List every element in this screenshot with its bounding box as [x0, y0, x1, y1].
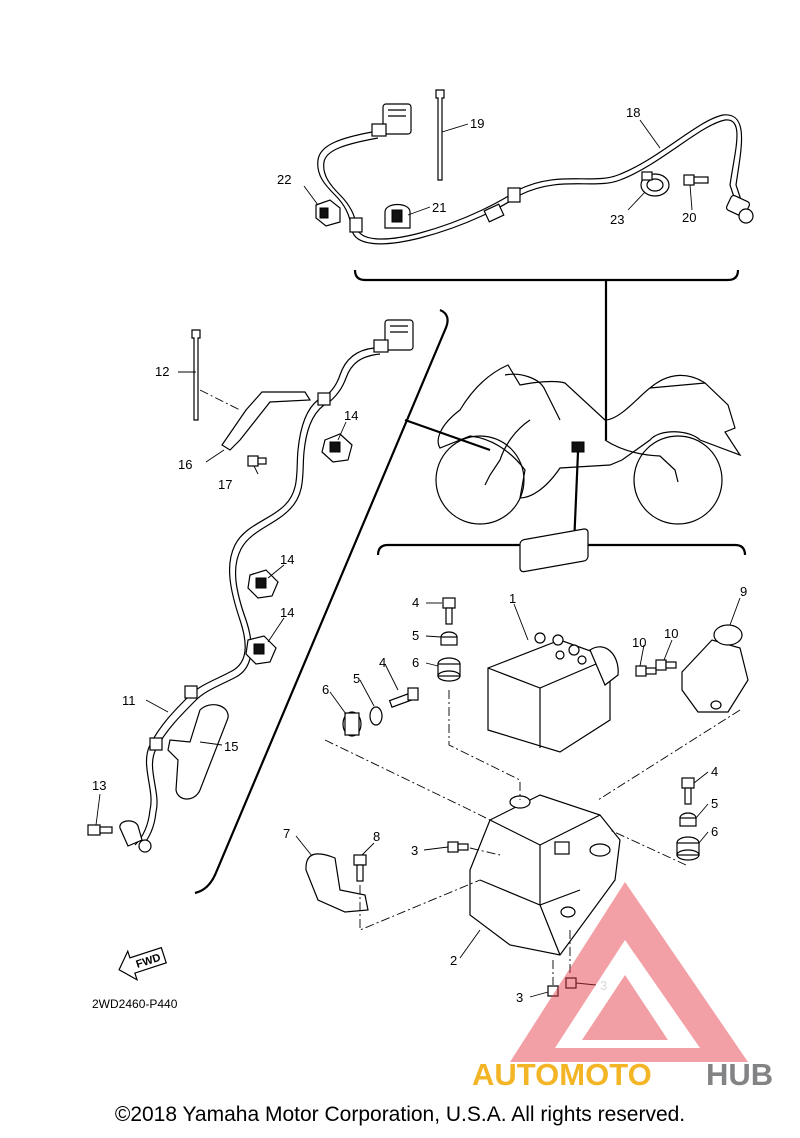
callout-12: 12	[155, 364, 169, 379]
callout-14-b: 14	[280, 552, 294, 567]
bolt-4-top	[442, 597, 456, 625]
callout-23: 23	[610, 212, 624, 227]
callout-3-b: 3	[516, 990, 523, 1005]
logo-triangle-inner	[555, 940, 700, 1048]
diagram-code: 2WD2460-P440	[92, 997, 178, 1011]
callout-1: 1	[509, 591, 516, 606]
automotohub-logo: AUTOMOTO HUB	[472, 882, 773, 1092]
callout-13: 13	[92, 778, 106, 793]
callout-5-a: 5	[412, 628, 419, 643]
callout-22: 22	[277, 172, 291, 187]
logo-text-main: AUTOMOTO	[472, 1057, 652, 1092]
callout-5-b: 5	[353, 671, 360, 686]
callout-4-a: 4	[412, 595, 419, 610]
holder-14-c	[245, 635, 277, 665]
bolt-4-left	[388, 687, 419, 708]
wire-18	[317, 119, 738, 245]
bolt-17	[247, 455, 267, 467]
parts-diagram: FWD 2WD2460-P440 1 2 3 3 3 4 4 4 5 5 5 6…	[87, 89, 773, 1092]
cable-tie-19	[435, 89, 445, 181]
callout-7: 7	[283, 826, 290, 841]
callout-16: 16	[178, 457, 192, 472]
damper-6-right	[676, 836, 700, 861]
bolt-13	[87, 824, 113, 836]
coupler-left	[373, 319, 414, 353]
callout-3-a: 3	[411, 843, 418, 858]
bolt-4-right	[681, 777, 695, 805]
clamp-23	[640, 171, 670, 197]
clamp-21	[384, 203, 411, 229]
callout-10-b: 10	[664, 626, 678, 641]
callout-6-b: 6	[322, 682, 329, 697]
damper-6-top	[437, 657, 461, 682]
callout-15: 15	[224, 739, 238, 754]
bracket-9	[681, 624, 749, 713]
bracket-2	[469, 794, 621, 956]
callout-labels: 1 2 3 3 3 4 4 4 5 5 5 6 6 6 7 8 9 10 10 …	[92, 105, 747, 1005]
bolt-8	[353, 854, 367, 882]
callout-6-c: 6	[711, 824, 718, 839]
callout-11: 11	[122, 693, 136, 708]
section-bracket-left	[194, 308, 449, 895]
callout-19: 19	[470, 116, 484, 131]
coupler-top	[371, 103, 412, 137]
section-bracket-top	[353, 269, 740, 282]
hydraulic-unit-1	[487, 528, 619, 753]
cable-tie-12	[191, 329, 201, 421]
callout-4-b: 4	[379, 655, 386, 670]
callout-9: 9	[740, 584, 747, 599]
motorcycle-outline	[404, 364, 742, 546]
holder-14-a	[321, 433, 353, 463]
callout-18: 18	[626, 105, 640, 120]
abs-unit-assembly	[295, 528, 749, 998]
callout-10-a: 10	[632, 635, 646, 650]
logo-text-hub: HUB	[706, 1057, 773, 1092]
callout-20: 20	[682, 210, 696, 225]
bolt-3-b	[547, 985, 559, 997]
holder-14-b	[247, 569, 279, 599]
bracket-16	[221, 391, 312, 451]
callout-14-a: 14	[344, 408, 358, 423]
collar-5-right	[679, 812, 697, 827]
copyright-notice: ©2018 Yamaha Motor Corporation, U.S.A. A…	[114, 1103, 686, 1126]
bolt-20	[683, 174, 709, 186]
callout-8: 8	[373, 829, 380, 844]
callout-4-c: 4	[711, 764, 718, 779]
bracket-15	[167, 704, 229, 800]
front-sensor-assembly	[87, 308, 449, 895]
fwd-arrow-icon: FWD	[118, 946, 168, 982]
callout-5-c: 5	[711, 796, 718, 811]
logo-triangle-core	[582, 975, 668, 1040]
rear-sensor-assembly	[303, 89, 754, 440]
callout-14-c: 14	[280, 605, 294, 620]
rear-wheel-sensor	[725, 194, 754, 224]
bolt-3-a	[447, 841, 469, 853]
bolt-10-b	[655, 659, 677, 671]
collar-5-top	[440, 631, 458, 646]
holder-22	[315, 199, 363, 233]
front-wheel-sensor	[119, 820, 152, 853]
callout-21: 21	[432, 200, 446, 215]
callout-2: 2	[450, 953, 457, 968]
collar-5-left	[369, 706, 383, 726]
callout-17: 17	[218, 477, 232, 492]
bolt-10-a	[635, 665, 657, 677]
callout-6-a: 6	[412, 655, 419, 670]
damper-6-left	[342, 711, 362, 737]
